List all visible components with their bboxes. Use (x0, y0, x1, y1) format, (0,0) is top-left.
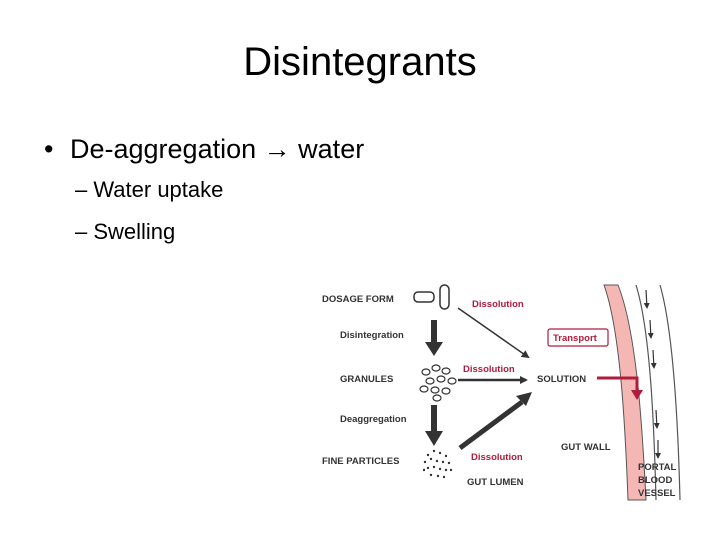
label-gut-wall: GUT WALL (561, 442, 611, 453)
slide-title: Disintegrants (243, 40, 477, 84)
fine-particles-icon (422, 449, 453, 479)
label-blood: BLOOD (638, 475, 672, 486)
dissolution-arrow-top (457, 307, 530, 359)
label-solution: SOLUTION (537, 374, 586, 385)
granules-icon (419, 364, 457, 402)
gut-wall-band (603, 284, 647, 501)
label-dissolution-top: Dissolution (472, 299, 524, 310)
disintegration-arrow (425, 320, 443, 356)
label-transport: Transport (553, 333, 598, 344)
label-fine-particles: FINE PARTICLES (322, 456, 399, 467)
capsule-icon (439, 284, 450, 310)
right-arrow-icon: → (263, 134, 291, 164)
label-dissolution-middle: Dissolution (463, 364, 515, 375)
vessel-flow-arrow (650, 349, 657, 369)
deaggregation-arrow (425, 405, 443, 446)
bullet-marker: • (44, 134, 54, 164)
vessel-line-outer (659, 284, 681, 501)
vessel-line-inner (635, 284, 657, 501)
transport-arrow (597, 376, 643, 400)
main-bullet: • De-aggregation → water (44, 134, 364, 165)
label-gut-lumen: GUT LUMEN (467, 477, 524, 488)
transport-box (547, 328, 609, 347)
bullet-text-before: De-aggregation (70, 134, 257, 164)
vessel-flow-arrow (643, 289, 650, 309)
label-dissolution-bottom: Dissolution (471, 452, 523, 463)
vessel-flow-arrow (647, 319, 654, 339)
label-dosage-form: DOSAGE FORM (322, 294, 394, 305)
label-disintegration: Disintegration (340, 330, 404, 341)
dissolution-arrow-bottom (458, 392, 532, 451)
label-granules: GRANULES (340, 374, 393, 385)
sub-bullet-water-uptake: – Water uptake (75, 177, 224, 202)
label-deaggregation: Deaggregation (340, 414, 407, 425)
label-portal: PORTAL (638, 462, 677, 473)
vessel-flow-arrow (653, 409, 660, 429)
tablet-icon (413, 291, 435, 303)
bullet-text-after: water (298, 134, 365, 164)
sub-bullet-swelling: – Swelling (75, 219, 176, 244)
label-vessel: VESSEL (638, 488, 676, 499)
